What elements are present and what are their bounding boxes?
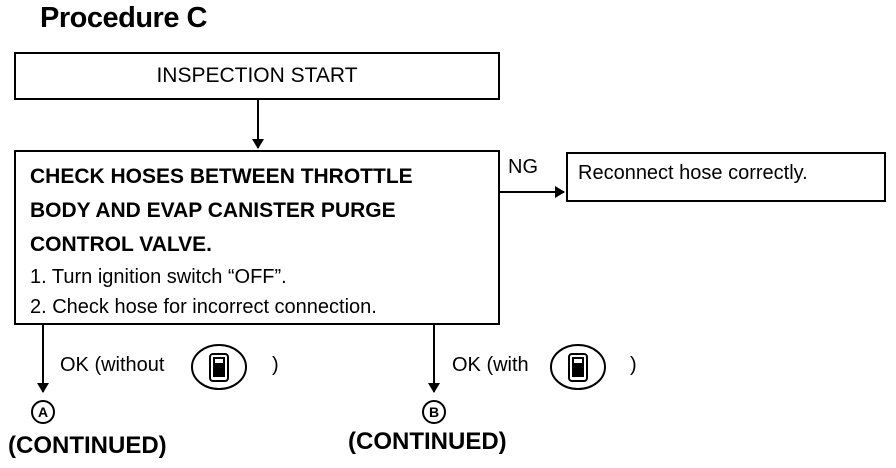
- ng-label: NG: [508, 156, 538, 178]
- check-step-2: 2. Check hose for incorrect connection.: [30, 296, 377, 318]
- connector-a: A: [31, 400, 55, 424]
- consult-tester-icon: [191, 344, 247, 390]
- inspection-start-box: INSPECTION START: [14, 52, 500, 100]
- inspection-start-label: INSPECTION START: [156, 64, 358, 87]
- ok-without-label: OK (without: [60, 354, 165, 376]
- reconnect-hose-box: Reconnect hose correctly.: [566, 152, 886, 202]
- check-heading-line-1: CHECK HOSES BETWEEN THROTTLE: [30, 165, 413, 188]
- ok-with-label: OK (with: [452, 354, 529, 376]
- continued-left: (CONTINUED): [8, 432, 167, 459]
- check-heading-line-3: CONTROL VALVE.: [30, 233, 213, 256]
- continued-right: (CONTINUED): [348, 428, 507, 455]
- ok-with-close: ): [630, 354, 637, 376]
- reconnect-hose-label: Reconnect hose correctly.: [578, 162, 808, 184]
- ok-without-close: ): [272, 354, 279, 376]
- connector-b: B: [422, 400, 446, 424]
- page-title: Procedure C: [40, 2, 207, 34]
- check-hoses-box: CHECK HOSES BETWEEN THROTTLE BODY AND EV…: [14, 150, 500, 325]
- check-heading-line-2: BODY AND EVAP CANISTER PURGE: [30, 199, 396, 222]
- consult-tester-icon: [550, 344, 606, 390]
- check-step-1: 1. Turn ignition switch “OFF”.: [30, 266, 287, 288]
